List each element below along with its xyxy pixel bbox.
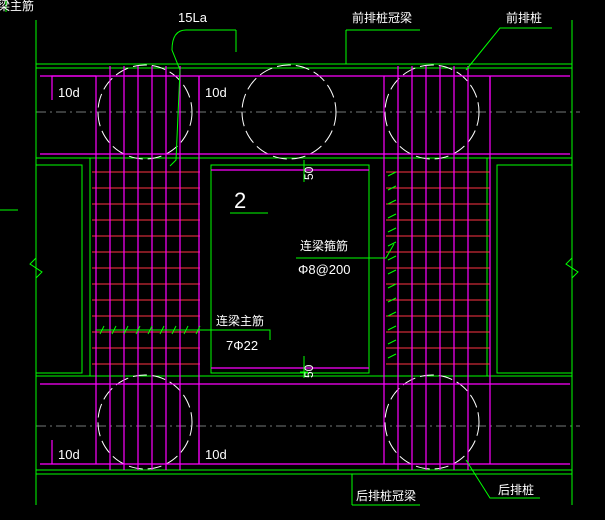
hook-top-left bbox=[51, 75, 96, 100]
stirrup-tick-7 bbox=[387, 269, 397, 275]
leader-layer bbox=[0, 0, 552, 506]
stirrup-tick-11 bbox=[387, 325, 397, 331]
spacing-bottom-label: 50 bbox=[302, 364, 316, 378]
center-opening bbox=[210, 164, 370, 374]
ld-bottom-mid-label: 10d bbox=[205, 447, 227, 462]
top-left-cut-label: 梁主筋 bbox=[0, 0, 34, 13]
stirrup-tick-2 bbox=[387, 199, 397, 205]
front-pile-1 bbox=[97, 64, 193, 160]
stirrup-title-label: 连梁箍筋 bbox=[300, 238, 348, 253]
rear-pile-label: 后排桩 bbox=[498, 482, 534, 497]
spacing-marker-top bbox=[300, 160, 308, 182]
main-bar-spec-label: 7Φ22 bbox=[226, 338, 258, 353]
left-opening bbox=[35, 164, 83, 374]
stirrup-tick-1 bbox=[387, 185, 397, 191]
label-layer: 梁主筋 15La 前排桩冠梁 前排桩 10d 10d 2 50 连梁箍筋 Φ8@… bbox=[0, 0, 542, 503]
right-rebar-grid bbox=[386, 171, 490, 365]
stirrup-tick-4 bbox=[387, 227, 397, 233]
ld-top-mid-label: 10d bbox=[205, 85, 227, 100]
rear-cap-beam-label: 后排桩冠梁 bbox=[356, 488, 416, 503]
stirrup-tick-6 bbox=[387, 255, 397, 261]
stirrup-tick-13 bbox=[387, 353, 397, 359]
stirrup-tick-8 bbox=[387, 283, 397, 289]
front-pile-3 bbox=[384, 64, 480, 160]
stirrup-leader bbox=[296, 243, 395, 259]
ld-top-left-label: 10d bbox=[58, 85, 80, 100]
stirrup-tick-9 bbox=[387, 297, 397, 303]
main-bar-title-label: 连梁主筋 bbox=[216, 313, 264, 328]
anchorage-label: 15La bbox=[178, 10, 208, 25]
stirrup-tick-12 bbox=[387, 339, 397, 345]
stirrup-tick-3 bbox=[387, 213, 397, 219]
front-cap-beam-leader bbox=[345, 29, 420, 64]
rear-pile-leader bbox=[465, 459, 540, 499]
stirrup-tick-0 bbox=[387, 171, 397, 177]
stirrup-tick-10 bbox=[387, 311, 397, 317]
front-pile-2 bbox=[241, 64, 337, 160]
rear-cap-beam-leader bbox=[351, 474, 420, 506]
stirrup-tick-5 bbox=[387, 241, 397, 247]
anchorage-leader bbox=[169, 29, 237, 167]
rebar-layer bbox=[40, 66, 570, 470]
piles-layer bbox=[97, 64, 480, 470]
spacing-top-label: 50 bbox=[302, 166, 316, 180]
main-bar-leader bbox=[96, 329, 271, 340]
stirrup-spec-label: Φ8@200 bbox=[298, 262, 351, 277]
rear-pile-2 bbox=[384, 374, 480, 470]
front-pile-label: 前排桩 bbox=[506, 10, 542, 25]
front-pile-leader bbox=[465, 27, 552, 71]
right-opening bbox=[496, 164, 573, 374]
region-number-label: 2 bbox=[234, 188, 246, 213]
outline-layer bbox=[29, 20, 579, 505]
rear-pile-1 bbox=[97, 374, 193, 470]
front-cap-beam-label: 前排桩冠梁 bbox=[352, 10, 412, 25]
spacing-marker-bottom bbox=[300, 356, 308, 378]
ld-bottom-left-label: 10d bbox=[58, 447, 80, 462]
